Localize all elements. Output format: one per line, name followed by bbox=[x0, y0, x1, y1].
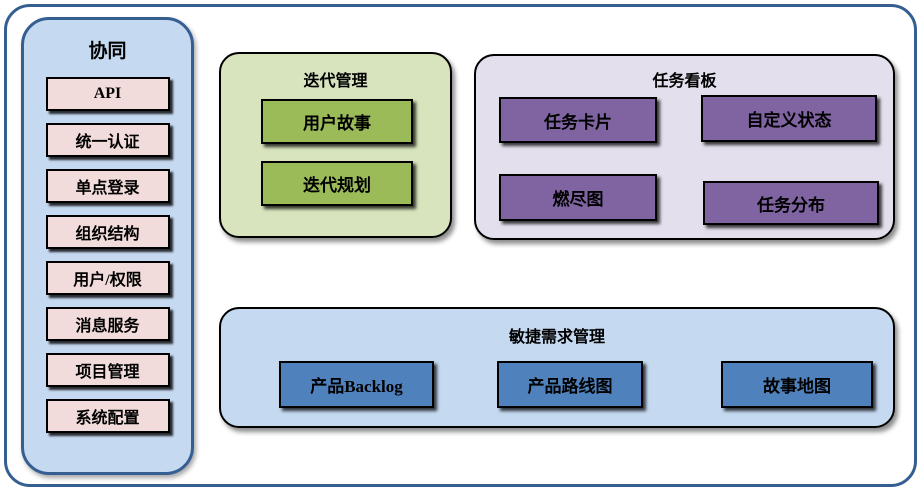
story-map-box: 故事地图 bbox=[721, 361, 873, 408]
sidebar-item-system-config: 系统配置 bbox=[45, 399, 170, 433]
sidebar-item-project-management: 项目管理 bbox=[45, 353, 170, 387]
iteration-management-title: 迭代管理 bbox=[303, 73, 368, 90]
iteration-planning-box: 迭代规划 bbox=[261, 161, 413, 206]
custom-status-box: 自定义状态 bbox=[701, 95, 877, 142]
user-story-box: 用户故事 bbox=[261, 99, 413, 144]
sidebar-item-user-permissions: 用户/权限 bbox=[45, 261, 170, 295]
diagram-outer-frame: 协同 API 统一认证 单点登录 组织结构 用户/权限 消息服务 项目管理 系统… bbox=[4, 4, 917, 487]
sidebar-item-message-service: 消息服务 bbox=[45, 307, 170, 341]
collaboration-sidebar-panel: 协同 API 统一认证 单点登录 组织结构 用户/权限 消息服务 项目管理 系统… bbox=[21, 17, 194, 475]
sidebar-item-unified-auth: 统一认证 bbox=[45, 123, 170, 157]
task-board-title: 任务看板 bbox=[652, 73, 717, 90]
sidebar-item-org-structure: 组织结构 bbox=[45, 215, 170, 249]
product-roadmap-box: 产品路线图 bbox=[497, 361, 643, 408]
iteration-management-panel: 迭代管理 用户故事 迭代规划 bbox=[219, 52, 452, 238]
burndown-chart-box: 燃尽图 bbox=[499, 174, 657, 221]
task-card-box: 任务卡片 bbox=[499, 97, 657, 143]
sidebar-item-single-sign-on: 单点登录 bbox=[45, 169, 170, 203]
collaboration-sidebar-items: API 统一认证 单点登录 组织结构 用户/权限 消息服务 项目管理 系统配置 bbox=[24, 77, 191, 433]
agile-requirements-title: 敏捷需求管理 bbox=[508, 329, 605, 346]
agile-requirements-panel: 敏捷需求管理 产品Backlog 产品路线图 故事地图 bbox=[219, 307, 895, 428]
sidebar-item-api: API bbox=[45, 77, 170, 111]
collaboration-sidebar-title: 协同 bbox=[88, 41, 127, 62]
product-backlog-box: 产品Backlog bbox=[279, 361, 434, 408]
task-board-panel: 任务看板 任务卡片 自定义状态 燃尽图 任务分布 bbox=[474, 54, 895, 240]
task-distribution-box: 任务分布 bbox=[703, 181, 879, 225]
